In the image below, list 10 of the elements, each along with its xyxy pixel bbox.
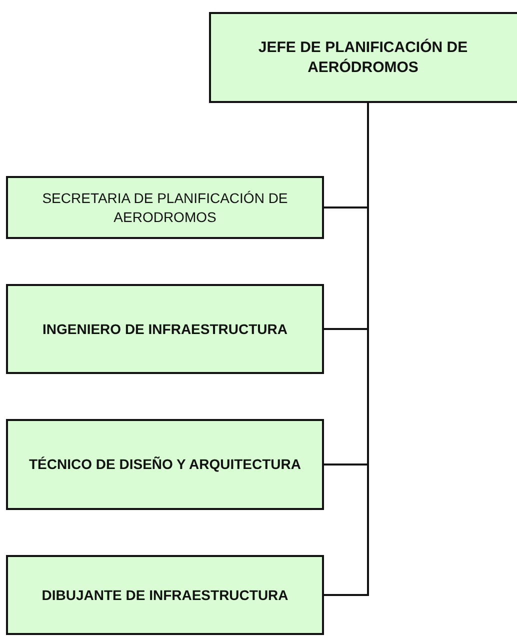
- role-title: JEFE DE PLANIFICACIÓN DE AERÓDROMOS: [257, 38, 469, 77]
- role-title: INGENIERO DE INFRAESTRUCTURA: [42, 320, 288, 338]
- role-title: SECRETARIA DE PLANIFICACIÓN DE AERODROMOS: [41, 189, 289, 226]
- org-box: [6, 176, 324, 239]
- org-box: [6, 555, 324, 635]
- org-box: [6, 284, 324, 374]
- org-box: [209, 12, 517, 103]
- role-title: DIBUJANTE DE INFRAESTRUCTURA: [42, 586, 288, 604]
- role-title: TÉCNICO DE DISEÑO Y ARQUITECTURA: [29, 455, 301, 474]
- org-box: [6, 419, 324, 510]
